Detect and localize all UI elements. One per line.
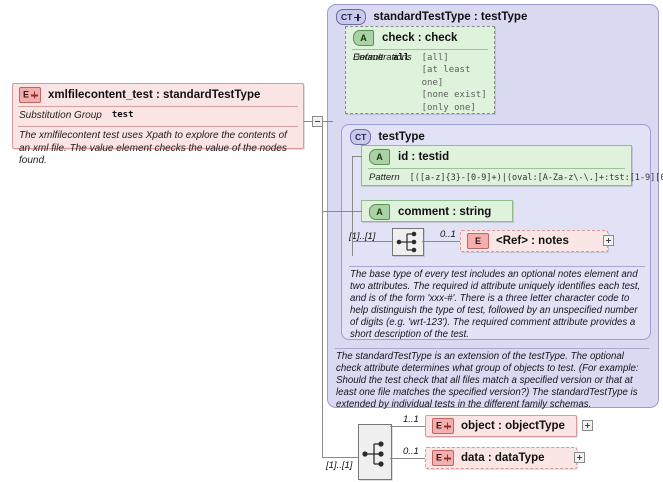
attribute-check-box[interactable]: A check : check Default all Enumerations… [345,26,495,114]
attribute-enumerations-row: Enumerations x [all] [at least one] [non… [353,52,487,115]
inner-sequence-occurrence: [1]..[1] [349,231,376,242]
sequence-icon[interactable] [358,424,392,480]
standardtesttype-description: The standardTestType is an extension of … [336,351,639,411]
element-root-properties: Substitution Group test [13,107,303,126]
divider [368,168,625,169]
element-plus-icon: E [432,450,454,466]
element-ref-header: E <Ref> : notes [461,231,607,251]
testtype-title: testType [378,131,425,143]
data-cardinality: 0..1 [403,446,419,457]
attribute-id-rows: Pattern [([a-z]{3}-[0-9]+)|(oval:[A-Za-z… [362,169,663,189]
element-data-box[interactable]: E data : dataType [425,447,577,469]
element-data-header: E data : dataType [426,448,576,468]
attribute-id-box[interactable]: A id : testid Pattern [([a-z]{3}-[0-9]+)… [361,145,663,189]
connector-seq-to-object [390,426,425,427]
attribute-comment-header: A comment : string [362,201,512,223]
element-data-expander[interactable] [574,452,585,463]
attribute-comment-box[interactable]: A comment : string [361,200,513,222]
connector-seq-to-data [390,458,425,459]
trunk-vertical [322,121,323,457]
complextype-plus-icon: CT [336,9,367,25]
divider [18,106,298,107]
sequence-icon[interactable] [392,228,424,256]
element-badge-label: E [23,89,30,100]
enumerations-label: Enumerations [353,51,412,63]
attribute-icon: A [369,149,390,165]
element-object-header: E object : objectType [426,416,576,436]
element-object-expander[interactable] [582,420,593,431]
object-cardinality: 1..1 [403,414,419,425]
enumeration-item: [all] [421,52,449,63]
testtype-header: CT testType [342,125,650,145]
connector-root-to-toggle [304,121,312,122]
standardtesttype-header: CT standardTestType : testType [328,5,658,25]
attribute-comment-title: comment : string [398,206,492,218]
ref-cardinality: 0..1 [440,229,456,240]
testtype-annotation-rule [349,266,645,267]
complextype-badge-label: CT [355,131,367,142]
sequence-glyph [362,441,384,467]
attribute-icon: A [353,30,374,46]
element-plus-icon: E [432,418,454,434]
pattern-label: Pattern [369,172,400,183]
enumeration-item: [only one] [421,102,476,113]
pattern-value: [([a-z]{3}-[0-9]+)|(oval:[A-Za-z\-\.]+:t… [409,173,663,183]
element-badge-label: E [474,235,481,246]
element-icon: E [467,233,489,249]
branch-to-testtype [322,211,352,212]
element-ref-box[interactable]: E <Ref> : notes [460,230,608,252]
substitution-group-label: Substitution Group [19,110,102,121]
element-badge-label: E [436,452,443,463]
element-ref-expander[interactable] [603,235,614,246]
connector-trunk-to-bottom-seq [322,457,362,458]
substitution-group-row: Substitution Group test [19,109,297,122]
element-root-title: xmlfilecontent_test : standardTestType [48,89,261,101]
attribute-default-row: Default all [353,52,487,65]
element-root-description: The xmlfilecontent test uses Xpath to ex… [19,130,287,166]
divider [352,49,488,50]
attribute-check-rows: Default all Enumerations x [all] [at lea… [346,50,494,118]
connector-seq-to-ref [422,241,460,242]
branch-to-comment-attr [352,211,362,212]
attribute-icon: A [369,204,390,220]
attribute-check-header: A check : check [346,27,494,49]
element-badge-label: E [436,420,443,431]
branch-to-id-attr [352,156,362,157]
element-object-title: object : objectType [461,420,565,432]
attribute-pattern-row: Pattern [([a-z]{3}-[0-9]+)|(oval:[A-Za-z… [369,172,663,185]
complextype-icon: CT [350,129,372,145]
divider [18,126,298,127]
element-object-box[interactable]: E object : objectType [425,415,577,437]
element-data-title: data : dataType [461,452,545,464]
element-root-header: E xmlfilecontent_test : standardTestType [13,84,303,106]
bottom-sequence-occurrence: [1]..[1] [326,460,353,471]
enumeration-item: [none exist] [421,90,487,100]
element-ref-title: <Ref> : notes [496,235,569,247]
default-value: all [393,53,410,63]
attribute-id-header: A id : testid [362,146,631,168]
element-xmlfilecontent-test-box[interactable]: E xmlfilecontent_test : standardTestType… [12,83,304,166]
attribute-id-title: id : testid [398,151,450,163]
attribute-check-title: check : check [382,32,458,44]
complextype-badge-label: CT [341,11,353,22]
testtype-description: The base type of every test includes an … [350,269,641,341]
substitution-group-value: test [111,110,134,120]
sequence-glyph [396,231,417,253]
branch-to-inner-sequence [352,241,392,242]
connector-toggle-to-trunk [323,121,333,122]
enumeration-item: [at least one] [421,65,471,88]
branch-testtype-vertical [352,156,353,256]
standardtesttype-title: standardTestType : testType [373,11,528,23]
default-label: Default [353,52,384,63]
standardtesttype-annotation-rule [335,348,649,349]
element-plus-icon: E [19,87,41,103]
